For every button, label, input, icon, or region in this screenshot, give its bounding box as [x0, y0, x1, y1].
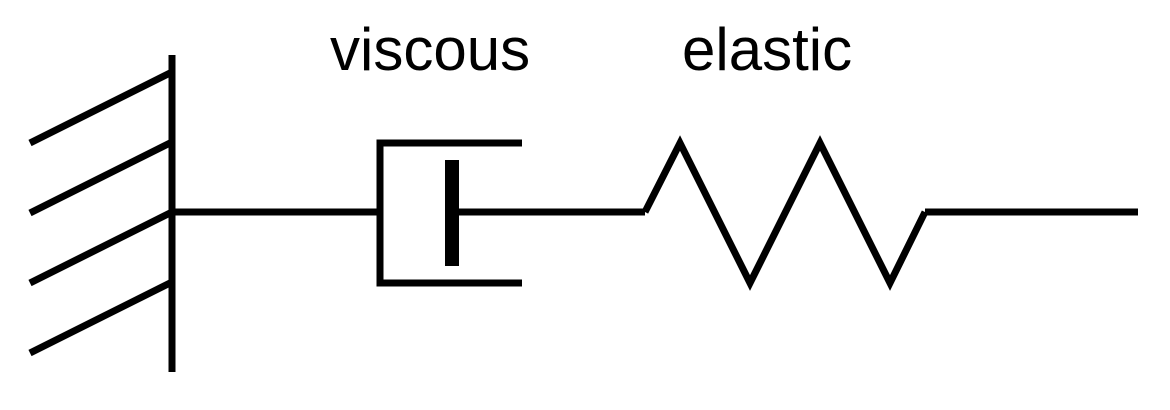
dashpot	[376, 139, 645, 287]
wall-hatch	[28, 68, 174, 147]
spring	[641, 135, 929, 291]
wall-hatch	[28, 208, 174, 287]
elastic-label: elastic	[682, 16, 853, 83]
wall-hatch	[28, 278, 174, 357]
fixed-wall	[28, 55, 176, 372]
dashpot-cylinder	[376, 139, 522, 287]
viscous-label: viscous	[330, 16, 531, 83]
wall-hatch	[28, 138, 174, 217]
